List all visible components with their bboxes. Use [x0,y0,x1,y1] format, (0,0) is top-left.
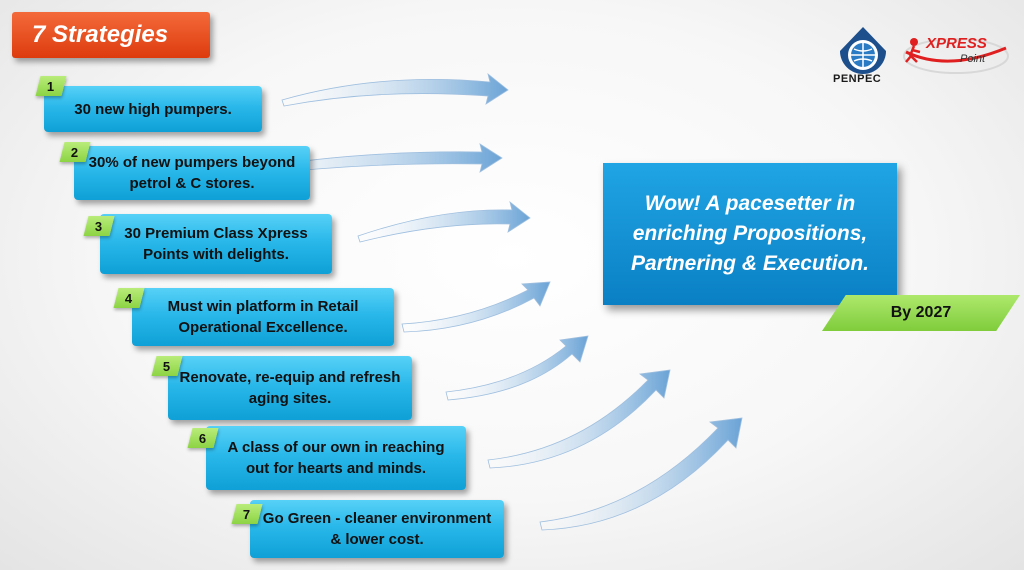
penpec-logo [840,27,886,74]
strategy-text: 30 Premium Class Xpress Points with deli… [124,225,308,263]
strategy-box-5: Renovate, re-equip and refresh aging sit… [168,356,412,420]
arrow-6 [487,369,671,469]
strategy-text: Must win platform in Retail Operational … [167,298,359,336]
strategy-box-6: A class of our own in reaching out for h… [206,426,466,490]
strategy-number-badge: 3 [83,216,115,236]
arrow-1 [281,72,509,107]
strategy-box-1: 30 new high pumpers. [44,86,262,132]
strategy-number-badge: 4 [113,288,145,308]
strategy-box-7: Go Green - cleaner environment & lower c… [250,500,504,558]
strategy-number-badge: 2 [59,142,91,162]
strategy-box-3: 30 Premium Class Xpress Points with deli… [100,214,332,274]
strategy-box-2: 30% of new pumpers beyond petrol & C sto… [74,146,310,200]
deadline-badge: By 2027 [822,295,1020,331]
strategy-text: A class of our own in reaching out for h… [227,439,445,477]
strategy-text: 30 new high pumpers. [74,100,232,118]
arrow-5 [445,335,589,401]
vision-goal-box: Wow! A pacesetter in enriching Propositi… [603,163,897,305]
strategy-number-badge: 7 [231,504,263,524]
strategy-text: Go Green - cleaner environment & lower c… [262,510,492,548]
strategy-text: Renovate, re-equip and refresh aging sit… [179,369,401,407]
xpress-logo-text: XPRESS [925,35,987,52]
strategy-number-badge: 6 [187,428,219,448]
arrow-7 [539,417,743,531]
penpec-logo-text: PENPEC [833,73,882,85]
vision-goal-text: Wow! A pacesetter in enriching Propositi… [630,192,870,275]
strategy-number-badge: 5 [151,356,183,376]
deadline-text: By 2027 [890,304,952,321]
strategy-text: 30% of new pumpers beyond petrol & C sto… [88,154,296,192]
arrow-3 [357,200,531,243]
arrow-4 [401,281,551,333]
xpress-logo-subtext: Point [960,53,986,65]
strategy-number-badge: 1 [35,76,67,96]
xpress-point-logo: XPRESS Point [903,35,1009,74]
page-title: 7 Strategies [12,12,210,58]
strategy-box-4: Must win platform in Retail Operational … [132,288,394,346]
